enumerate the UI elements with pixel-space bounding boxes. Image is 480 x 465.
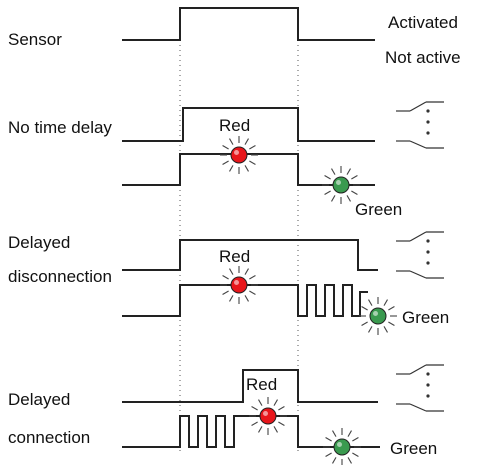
no-time-delay-label: No time delay	[8, 118, 112, 137]
disconnection-lamp-signal	[122, 284, 368, 317]
connection-label: connection	[8, 428, 90, 447]
indicator-lamp-icon	[220, 266, 258, 304]
sensor-label: Sensor	[8, 30, 62, 49]
green-label-1: Green	[355, 200, 402, 219]
activated-label: Activated	[388, 13, 458, 32]
indicator-lamp-icon	[322, 166, 360, 204]
red-label-1: Red	[219, 116, 250, 135]
green-label-3: Green	[390, 439, 437, 458]
delayed-label-2: Delayed	[8, 390, 70, 409]
delayed-label-1: Delayed	[8, 233, 70, 252]
connection-output-signal	[122, 369, 378, 403]
red-label-2: Red	[219, 247, 250, 266]
disconnection-label: disconnection	[8, 267, 112, 286]
indicator-lamp-icon	[323, 428, 361, 465]
disconnection-output-signal	[122, 239, 378, 271]
green-label-2: Green	[402, 308, 449, 327]
no-delay-output-signal	[122, 107, 375, 142]
not-active-label: Not active	[385, 48, 461, 67]
red-label-3: Red	[246, 375, 277, 394]
sensor-signal	[122, 7, 375, 41]
relay-switch-icon	[396, 364, 444, 412]
indicator-lamp-icon	[220, 136, 258, 174]
connection-lamp-signal	[122, 415, 380, 448]
indicator-lamp-icon	[249, 397, 287, 435]
relay-switch-icon	[396, 231, 444, 279]
indicator-lamp-icon	[359, 297, 397, 335]
relay-switch-icon	[396, 101, 444, 149]
